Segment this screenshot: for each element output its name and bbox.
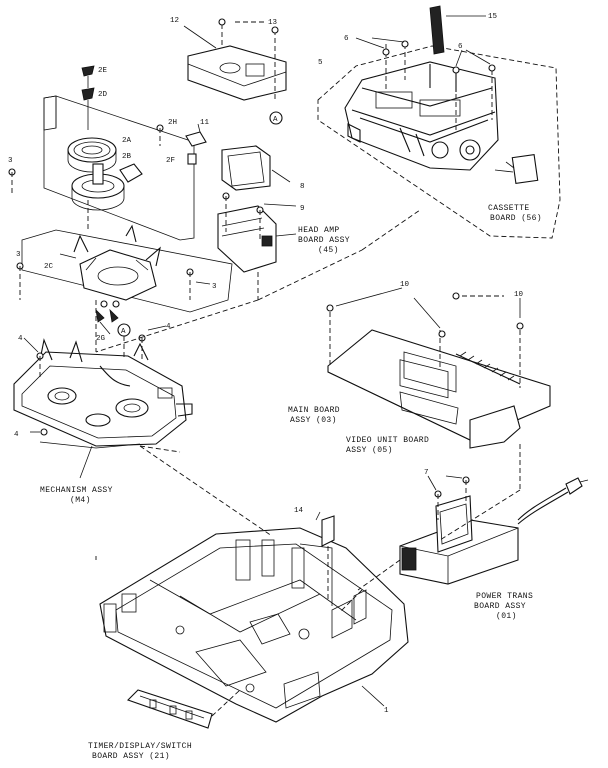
part-7: 7 xyxy=(424,469,429,477)
main-board-label-line2: ASSY (03) xyxy=(290,416,337,425)
main-chassis xyxy=(99,511,409,723)
part-2d: 2D xyxy=(98,91,108,99)
part-4c: 4 xyxy=(14,431,19,439)
part-15: 15 xyxy=(488,13,498,21)
part-6a: 6 xyxy=(344,35,349,43)
part-2c: 2C xyxy=(44,263,54,271)
part-8: 8 xyxy=(300,183,305,191)
part-6b: 6 xyxy=(458,43,463,51)
part-12: 12 xyxy=(170,17,179,25)
top-plate-12 xyxy=(183,18,287,125)
part-2b: 2B xyxy=(122,153,132,161)
power-trans-label-line1: POWER TRANS xyxy=(476,592,533,601)
part-3a: 3 xyxy=(8,157,13,165)
loading-mech-2c xyxy=(21,224,233,335)
part-1: 1 xyxy=(384,707,389,715)
cassette-board-label-line1: CASSETTE xyxy=(488,204,530,213)
part-2h: 2H xyxy=(168,119,177,127)
part-11: 11 xyxy=(200,119,210,127)
video-unit-label-line1: VIDEO UNIT BOARD xyxy=(346,436,429,445)
part-10a: 10 xyxy=(400,281,410,289)
part-3c: 3 xyxy=(212,283,217,291)
ref-a-top: A xyxy=(273,116,278,124)
cassette-board-label-line2: BOARD (56) xyxy=(490,214,542,223)
part-11-2f xyxy=(185,123,207,165)
part-3b: 3 xyxy=(16,251,21,259)
timer-board-label-line1: TIMER/DISPLAY/SWITCH xyxy=(88,742,192,751)
timer-board-label-line2: BOARD ASSY (21) xyxy=(92,752,170,761)
part-13: 13 xyxy=(268,19,278,27)
part-2a: 2A xyxy=(122,137,132,145)
screws-3 xyxy=(8,168,211,300)
main-board-assy xyxy=(326,287,551,449)
power-trans-label-line3: (01) xyxy=(496,612,517,621)
mechanism-label-line2: (M4) xyxy=(70,496,91,505)
assembly-guide-lines xyxy=(95,209,521,717)
main-board-label-line1: MAIN BOARD xyxy=(288,406,340,415)
part-5: 5 xyxy=(318,59,323,67)
drum-subassy-2 xyxy=(43,65,195,241)
part-9: 9 xyxy=(300,205,305,213)
part-number-labels: 12 13 15 6 6 5 2E 2D 2H 11 2A 2B 2F 3 3 … xyxy=(8,13,524,715)
head-amp-label-line2: BOARD ASSY xyxy=(298,236,350,245)
part-2e: 2E xyxy=(98,67,108,75)
part-2g: 2G xyxy=(96,335,106,343)
mechanism-assy-m4 xyxy=(13,300,193,479)
video-unit-label-line2: ASSY (05) xyxy=(346,446,393,455)
part-14: 14 xyxy=(294,507,304,515)
ref-a-mech: A xyxy=(121,328,126,336)
power-trans-board-assy xyxy=(399,475,589,585)
part-2f: 2F xyxy=(166,157,175,165)
part-4a: 4 xyxy=(166,323,171,331)
timer-display-switch-board xyxy=(126,689,213,729)
assembly-labels: CASSETTE BOARD (56) HEAD AMP BOARD ASSY … xyxy=(40,204,542,761)
part-4b: 4 xyxy=(18,335,23,343)
head-amp-label-line3: (45) xyxy=(318,246,339,255)
cassette-housing-assy xyxy=(317,5,561,239)
power-trans-label-line2: BOARD ASSY xyxy=(474,602,526,611)
head-amp-board-assy xyxy=(217,145,297,300)
head-amp-label-line1: HEAD AMP xyxy=(298,226,340,235)
screws-6 xyxy=(355,37,496,130)
mechanism-label-line1: MECHANISM ASSY xyxy=(40,486,113,495)
part-10b: 10 xyxy=(514,291,524,299)
